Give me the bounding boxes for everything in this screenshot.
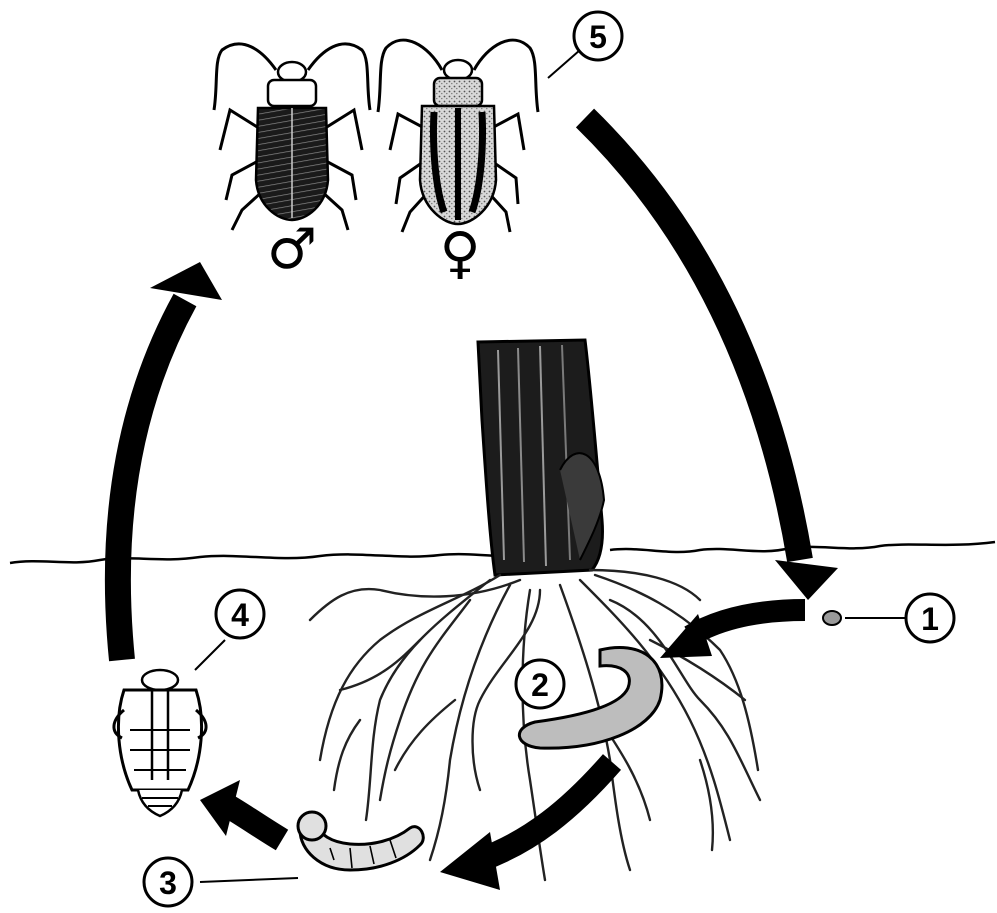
arrow-grub-to-pupa xyxy=(228,806,282,840)
egg xyxy=(823,611,841,625)
stage-label-1: 1 xyxy=(906,594,954,642)
arrow-egg-to-larva xyxy=(690,610,805,636)
corn-stalk xyxy=(478,340,604,575)
arrow-pupa-to-adults-head xyxy=(150,262,222,300)
leader-line-3 xyxy=(200,878,298,882)
stage-label-3: 3 xyxy=(144,858,192,906)
svg-text:3: 3 xyxy=(159,865,177,901)
stage-label-4: 4 xyxy=(216,590,264,638)
stage-label-2: 2 xyxy=(516,660,564,708)
leader-line-4 xyxy=(195,640,225,670)
arrow-larva-to-grub-head xyxy=(440,832,500,890)
arrow-adults-to-soil xyxy=(585,118,800,560)
arrow-adults-to-soil-head xyxy=(775,560,838,600)
svg-text:5: 5 xyxy=(589,19,607,55)
svg-text:2: 2 xyxy=(531,667,549,703)
pupa xyxy=(114,670,206,816)
male-symbol: ♂ xyxy=(267,217,317,282)
stage-label-5: 5 xyxy=(574,12,622,60)
grub xyxy=(298,812,423,870)
svg-text:4: 4 xyxy=(231,597,249,633)
arrow-pupa-to-adults xyxy=(118,300,185,660)
arrow-larva-to-grub xyxy=(480,762,612,860)
leader-line-5 xyxy=(548,50,580,78)
female-symbol: ♀ xyxy=(439,221,480,286)
female-beetle xyxy=(378,40,538,232)
male-beetle xyxy=(214,44,370,230)
svg-text:1: 1 xyxy=(921,601,939,637)
